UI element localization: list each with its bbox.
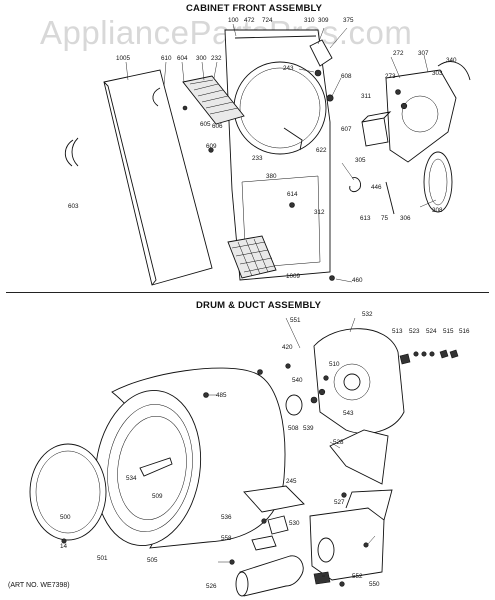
cabinet-part-label: 608	[341, 73, 352, 80]
drum-part-label: 539	[303, 425, 314, 432]
drum-part-label: 550	[369, 581, 380, 588]
filter-housing-300	[182, 75, 245, 125]
cabinet-section-title: CABINET FRONT ASSEMBLY	[186, 3, 323, 14]
drum-part-label: 528	[333, 439, 344, 446]
rear-bulkhead-532	[313, 328, 405, 434]
cabinet-part-label: 307	[418, 50, 429, 57]
cabinet-part-label: 622	[316, 147, 327, 154]
cabinet-part-label: 311	[361, 93, 372, 100]
drum-part-label: 500	[60, 514, 71, 521]
cabinet-part-label: 472	[244, 17, 255, 24]
cabinet-part-label: 300	[196, 55, 207, 62]
drum-part-label: 420	[282, 344, 293, 351]
drum-part-label: 501	[97, 555, 108, 562]
cabinet-part-label: 308	[432, 207, 443, 214]
drum-part-label: 551	[290, 317, 301, 324]
drum-part-label: 543	[343, 410, 354, 417]
cabinet-part-label: 312	[314, 209, 325, 216]
drum-section-title: DRUM & DUCT ASSEMBLY	[196, 300, 322, 311]
cabinet-part-label: 306	[400, 215, 411, 222]
cabinet-front-drawing	[64, 29, 471, 286]
duct-box-527	[309, 507, 385, 581]
cabinet-part-label: 614	[287, 191, 298, 198]
drum-part-label: 523	[409, 328, 420, 335]
cabinet-part-label: 605	[200, 121, 211, 128]
handle-603	[64, 139, 74, 167]
drum-part-label: 552	[352, 573, 363, 580]
drum-part-label: 524	[426, 328, 437, 335]
cabinet-part-label: 606	[212, 123, 223, 130]
front-ring-500	[29, 443, 107, 541]
seal-ring-308	[423, 151, 453, 213]
drum-part-label: 516	[459, 328, 470, 335]
leader-lines	[125, 23, 437, 577]
cabinet-part-label: 607	[341, 126, 352, 133]
cabinet-part-label: 1005	[116, 55, 131, 62]
drum-duct-drawing	[29, 328, 459, 597]
drum-part-label: 532	[362, 311, 373, 318]
bracket-272	[385, 69, 457, 163]
cabinet-part-label: 303	[432, 70, 443, 77]
cabinet-part-label: 309	[318, 17, 329, 24]
cabinet-part-label: 609	[206, 143, 217, 150]
duct-528	[329, 429, 389, 485]
heater-526	[239, 555, 304, 597]
drum-part-label: 530	[289, 520, 300, 527]
cabinet-part-label: 232	[211, 55, 222, 62]
drum-part-label: 245	[286, 478, 297, 485]
drum-part-label: 509	[152, 493, 163, 500]
cabinet-part-label: 75	[381, 215, 389, 222]
door-panel-1005	[103, 69, 213, 286]
drum-part-label: 510	[329, 361, 340, 368]
cabinet-part-label: 604	[177, 55, 188, 62]
roller-340	[437, 61, 471, 81]
drum-part-label: 540	[292, 377, 303, 384]
cabinet-part-label: 310	[304, 17, 315, 24]
cabinet-part-label: 1009	[286, 273, 301, 280]
cabinet-part-label: 243	[283, 65, 294, 72]
drum-part-label: 485	[216, 392, 227, 399]
drum-part-label: 513	[392, 328, 403, 335]
drum-part-label: 527	[334, 499, 345, 506]
cabinet-part-label: 340	[446, 57, 457, 64]
block-305	[361, 117, 389, 147]
drum-part-label: 536	[221, 514, 232, 521]
drum-part-label: 526	[206, 583, 217, 590]
drum-part-label: 515	[443, 328, 454, 335]
section-divider	[6, 292, 489, 293]
cabinet-part-label: 380	[266, 173, 277, 180]
cabinet-part-label: 460	[352, 277, 363, 284]
cabinet-part-label: 375	[343, 17, 354, 24]
art-number: (ART NO. WE7398)	[8, 582, 70, 589]
cabinet-part-label: 100	[228, 17, 239, 24]
cabinet-part-label: 305	[355, 157, 366, 164]
cabinet-part-label: 603	[68, 203, 79, 210]
cabinet-part-label: 446	[371, 184, 382, 191]
cabinet-part-label: 610	[161, 55, 172, 62]
drum-part-label: 508	[288, 425, 299, 432]
cabinet-part-label: 272	[393, 50, 404, 57]
cabinet-part-label: 613	[360, 215, 371, 222]
drum-part-label: 505	[147, 557, 158, 564]
drum-part-label: 558	[221, 535, 232, 542]
cabinet-part-label: 233	[252, 155, 263, 162]
cabinet-part-label: 724	[262, 17, 273, 24]
drum-part-labels: 551 532 513 523 524 515 516 420 540 510 485 508 539 5…	[60, 311, 470, 590]
front-panel	[224, 29, 331, 281]
plate-245	[243, 485, 305, 513]
drum-part-label: 534	[126, 475, 137, 482]
cabinet-part-label: 273	[385, 73, 396, 80]
drum-part-label: 14	[60, 543, 68, 550]
